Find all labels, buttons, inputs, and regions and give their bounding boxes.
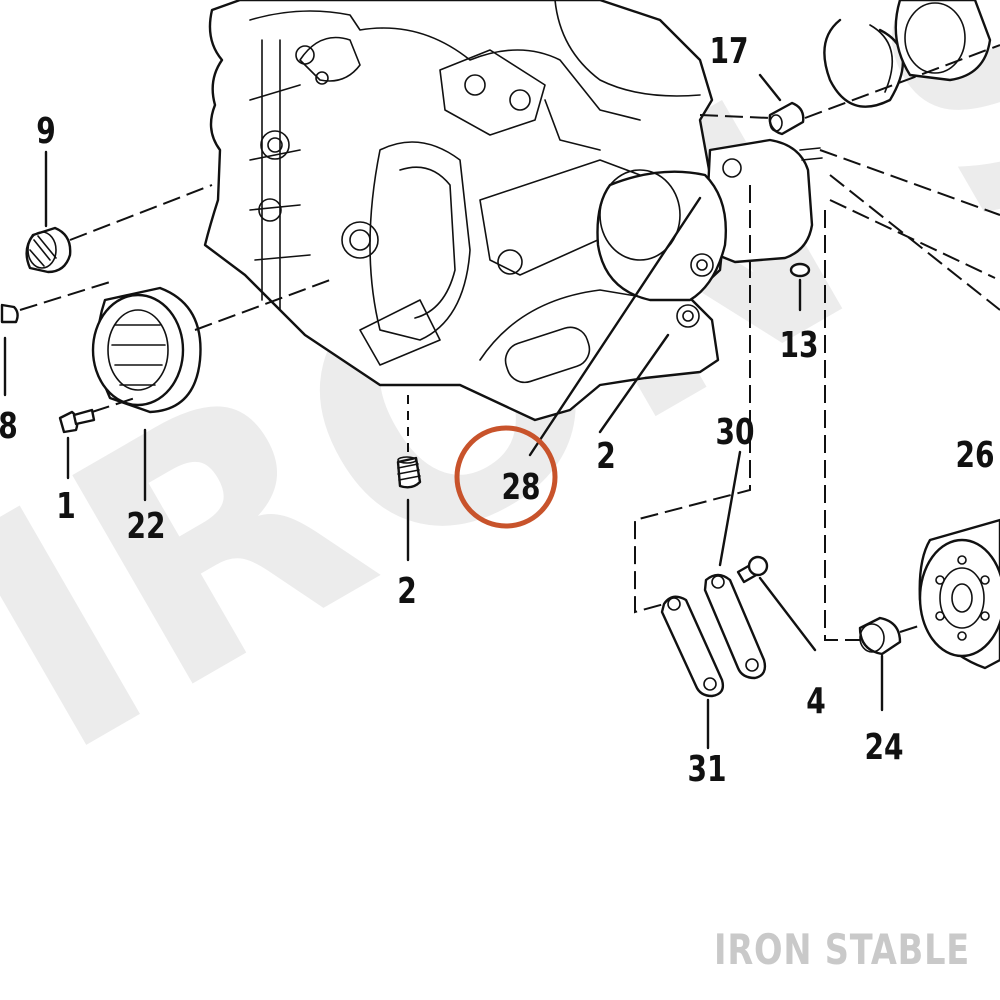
- part-2-plug: [396, 456, 422, 489]
- part-1-screw: [58, 408, 96, 434]
- part-22-bearing: [91, 286, 202, 414]
- part-4-screw: [736, 555, 769, 584]
- callout-labels: 9 8 1 22 2 28 2 17 13 30 26 4 31 24: [0, 30, 995, 790]
- part-17-dowel: [768, 101, 805, 136]
- highlight-circle: [454, 425, 558, 529]
- callout-13: 13: [779, 324, 818, 366]
- part-30-bracket: [703, 573, 767, 680]
- leader-lines: [3, 73, 884, 750]
- oil-filter-adapter: [596, 138, 823, 328]
- callout-2-bottom: 2: [397, 570, 417, 612]
- callout-1: 1: [56, 485, 76, 527]
- part-8-pin: [0, 303, 19, 324]
- part-13-oring: [789, 262, 811, 278]
- part-26-oil-filter: [918, 518, 1000, 670]
- part-9-bearing: [25, 226, 72, 274]
- callout-9: 9: [36, 110, 56, 152]
- alignment-lines: [19, 44, 1000, 641]
- crankcase-housing: [203, 0, 727, 422]
- part-24-plug: [858, 616, 902, 656]
- callout-28: 28: [501, 466, 540, 508]
- callout-30: 30: [715, 411, 754, 453]
- callout-22: 22: [126, 505, 165, 547]
- bearing-top-right: [894, 0, 992, 82]
- callout-4: 4: [806, 680, 826, 722]
- callout-17: 17: [709, 30, 748, 72]
- callout-26: 26: [955, 434, 994, 476]
- callout-24: 24: [864, 726, 903, 768]
- callout-8: 8: [0, 405, 18, 447]
- callout-2-right: 2: [596, 435, 616, 477]
- brand-logo-text: IRON STABLE: [713, 925, 970, 974]
- part-31-bracket: [660, 595, 725, 698]
- callout-31: 31: [687, 748, 726, 790]
